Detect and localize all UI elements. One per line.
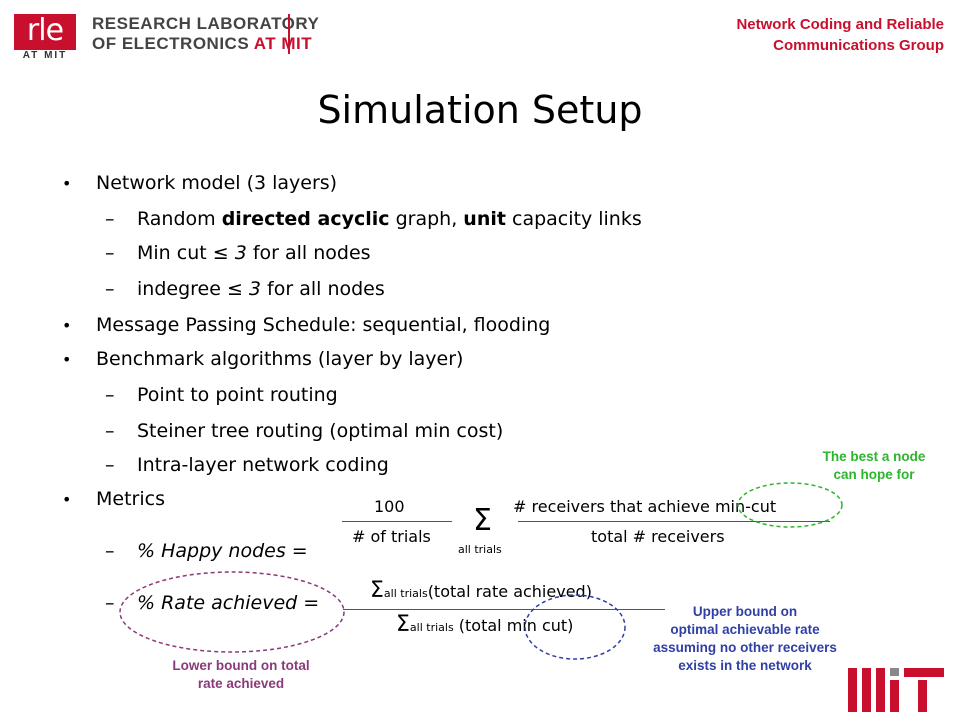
annotation-line: exists in the network <box>678 658 812 673</box>
formula-numerator-receivers: # receivers that achieve min-cut <box>513 497 777 516</box>
sigma-subscript: all trials <box>383 587 428 600</box>
mit-logo-bar <box>848 668 857 712</box>
sub-bullet-dash: – <box>105 420 115 442</box>
sub-bullet-text: Random directed acyclic graph, unit capa… <box>137 208 642 230</box>
bullet-text: Metrics <box>96 488 165 510</box>
rate-denominator: Σall trials (total min cut) <box>396 612 573 637</box>
text-part: capacity links <box>505 208 642 230</box>
rate-numerator-text: (total rate achieved) <box>427 582 592 601</box>
mit-logo-bar <box>918 680 927 712</box>
sub-bullet-text: % Happy nodes = <box>137 540 308 562</box>
lab-name-line2: OF ELECTRONICS AT MIT <box>92 34 312 54</box>
annotation-best-node: The best a node can hope for <box>784 448 960 484</box>
sub-bullet-dash: – <box>105 242 115 264</box>
annotation-line: rate achieved <box>197 676 285 691</box>
mit-logo-bar <box>890 680 899 712</box>
rate-denominator-text: (total min cut) <box>453 616 574 635</box>
text-part: for all nodes <box>246 242 371 264</box>
mit-logo-bar <box>876 668 885 712</box>
sub-bullet-text: % Rate achieved = <box>137 592 320 614</box>
annotation-line: Lower bound on total <box>172 658 310 673</box>
group-name: Network Coding and Reliable Communicatio… <box>644 14 944 56</box>
sub-bullet-text: Steiner tree routing (optimal min cost) <box>137 420 504 442</box>
text-part: Random <box>137 208 222 230</box>
rle-logo: rle <box>14 14 76 50</box>
slide-title: Simulation Setup <box>317 88 643 132</box>
lab-name-line1: RESEARCH LABORATORY <box>92 14 320 33</box>
text-part: indegree ≤ <box>137 278 249 300</box>
green-ellipse <box>737 482 843 528</box>
annotation-line: Upper bound on <box>692 604 798 619</box>
blue-ellipse <box>524 594 626 660</box>
mit-logo-bar <box>904 668 944 677</box>
sub-bullet-dash: – <box>105 540 115 562</box>
sub-bullet-dash: – <box>105 592 115 614</box>
text-bold-directed-acyclic: directed acyclic <box>221 208 390 230</box>
bullet-dot: • <box>62 350 72 369</box>
annotation-line: assuming no other receivers <box>653 640 837 655</box>
header-divider <box>288 14 290 54</box>
rle-logo-sub: AT MIT <box>22 50 68 61</box>
purple-ellipse <box>119 571 345 653</box>
bullet-dot: • <box>62 174 72 193</box>
bullet-dot: • <box>62 316 72 335</box>
sub-bullet-dash: – <box>105 208 115 230</box>
sigma-subscript: all trials <box>409 621 454 634</box>
group-name-line1: Network Coding and Reliable <box>736 16 944 33</box>
fraction-bar <box>518 521 830 522</box>
sigma-symbol: Σ <box>370 578 384 603</box>
sub-bullet-dash: – <box>105 384 115 406</box>
sigma-subscript: all trials <box>458 543 502 556</box>
lab-name-line2-a: OF ELECTRONICS <box>92 34 250 53</box>
sigma-symbol: Σ <box>473 503 492 538</box>
sub-bullet-text: indegree ≤ 3 for all nodes <box>137 278 385 300</box>
rate-numerator: Σall trials(total rate achieved) <box>370 578 592 603</box>
sub-bullet-text: Point to point routing <box>137 384 338 406</box>
bullet-dot: • <box>62 490 72 509</box>
lab-name-line2-b: AT MIT <box>253 34 313 53</box>
bullet-text: Benchmark algorithms (layer by layer) <box>96 348 464 370</box>
sigma-symbol: Σ <box>396 612 410 637</box>
sub-bullet-text: Intra-layer network coding <box>137 454 389 476</box>
mit-logo-bar <box>862 668 871 712</box>
annotation-upper-bound: Upper bound on optimal achievable rate a… <box>600 603 890 675</box>
sub-bullet-dash: – <box>105 454 115 476</box>
annotation-lower-bound: Lower bound on total rate achieved <box>126 657 356 693</box>
text-bold-unit: unit <box>463 208 506 230</box>
mit-logo <box>848 668 944 712</box>
formula-denominator-receivers: total # receivers <box>591 527 725 546</box>
text-italic-3: 3 <box>248 278 261 300</box>
sub-bullet-text: Min cut ≤ 3 for all nodes <box>137 242 371 264</box>
group-name-line2: Communications Group <box>773 37 944 54</box>
annotation-line: The best a node <box>822 449 926 464</box>
mit-logo-bar <box>890 668 899 676</box>
formula-denominator-trials: # of trials <box>352 527 431 546</box>
annotation-line: can hope for <box>833 467 915 482</box>
sub-bullet-dash: – <box>105 278 115 300</box>
text-part: graph, <box>389 208 464 230</box>
fraction-bar <box>343 609 665 610</box>
fraction-bar <box>342 521 452 522</box>
bullet-text: Message Passing Schedule: sequential, fl… <box>96 314 551 336</box>
bullet-text: Network model (3 layers) <box>96 172 338 194</box>
annotation-line: optimal achievable rate <box>670 622 820 637</box>
formula-numerator-100: 100 <box>374 497 405 516</box>
text-part: Min cut ≤ <box>137 242 235 264</box>
text-italic-3: 3 <box>234 242 247 264</box>
text-part: for all nodes <box>261 278 385 300</box>
